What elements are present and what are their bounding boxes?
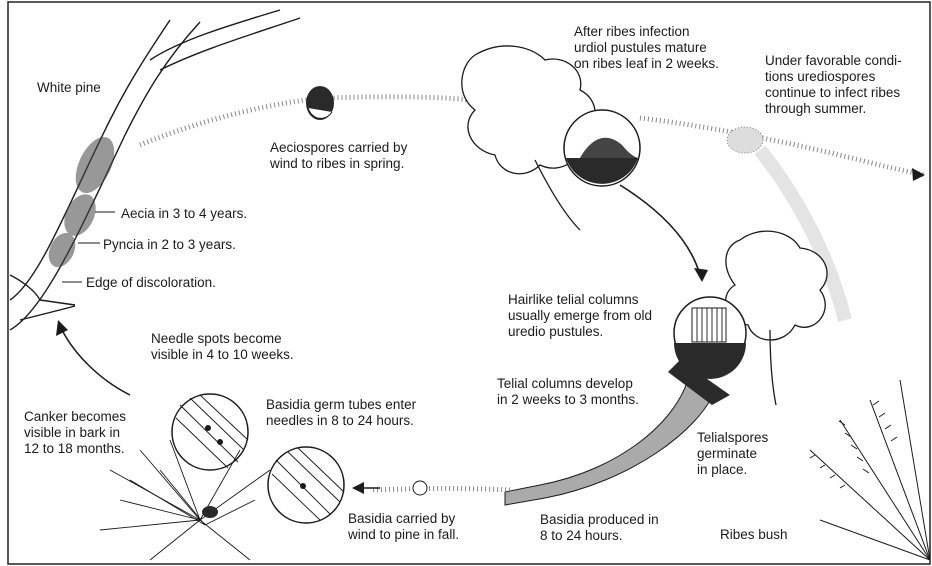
- label-aeciospores: Aeciospores carried by wind to ribes in …: [270, 140, 407, 172]
- arrow-right-head: [912, 168, 925, 181]
- urediospore-path: [640, 118, 925, 175]
- label-white-pine: White pine: [37, 80, 101, 96]
- arrow-up-to-pine-head: [56, 320, 68, 336]
- label-ribes-infection: After ribes infection urdiol pustules ma…: [574, 24, 719, 72]
- basidia-path: [370, 489, 510, 491]
- arrow-to-telial: [620, 185, 700, 275]
- needle-circle-1: [172, 394, 248, 470]
- aeciospore-path: [140, 97, 470, 145]
- arrow-to-telial-head: [694, 268, 708, 282]
- basidia-spore: [413, 481, 427, 495]
- label-needle-spots: Needle spots become visible in 4 to 10 w…: [151, 331, 294, 363]
- ribes-bush-illustration: [810, 380, 930, 560]
- pine-canker-dot: [202, 506, 218, 518]
- label-telial-columns-emerge: Hairlike telial columns usually emerge f…: [508, 292, 652, 340]
- urediospore-cluster: [727, 127, 763, 153]
- aeciospore-icon: [306, 86, 334, 120]
- label-telial-columns-develop: Telial columns develop in 2 weeks to 3 m…: [497, 376, 639, 408]
- ribes-leaf-lower-stem: [770, 330, 776, 405]
- label-basidia-carried: Basidia carried by wind to pine in fall.: [348, 511, 459, 543]
- needle-circle-2: [268, 447, 344, 523]
- label-teliospores: Telialspores germinate in place.: [697, 430, 768, 478]
- label-ribes-bush: Ribes bush: [720, 527, 788, 543]
- arrow-to-pine-head: [352, 482, 364, 494]
- label-pyncia: Pyncia in 2 to 3 years.: [103, 237, 236, 253]
- arrow-up-to-pine: [62, 330, 130, 395]
- label-aecia: Aecia in 3 to 4 years.: [121, 206, 247, 222]
- uredial-pustule-magnified: [564, 110, 640, 186]
- label-edge-discoloration: Edge of discoloration.: [86, 275, 216, 291]
- label-basidia-germ-tubes: Basidia germ tubes enter needles in 8 to…: [266, 397, 416, 429]
- label-urediospores: Under favorable condi- tions urediospore…: [765, 53, 902, 117]
- label-canker: Canker becomes visible in bark in 12 to …: [24, 409, 126, 457]
- label-basidia-produced: Basidia produced in 8 to 24 hours.: [540, 512, 659, 544]
